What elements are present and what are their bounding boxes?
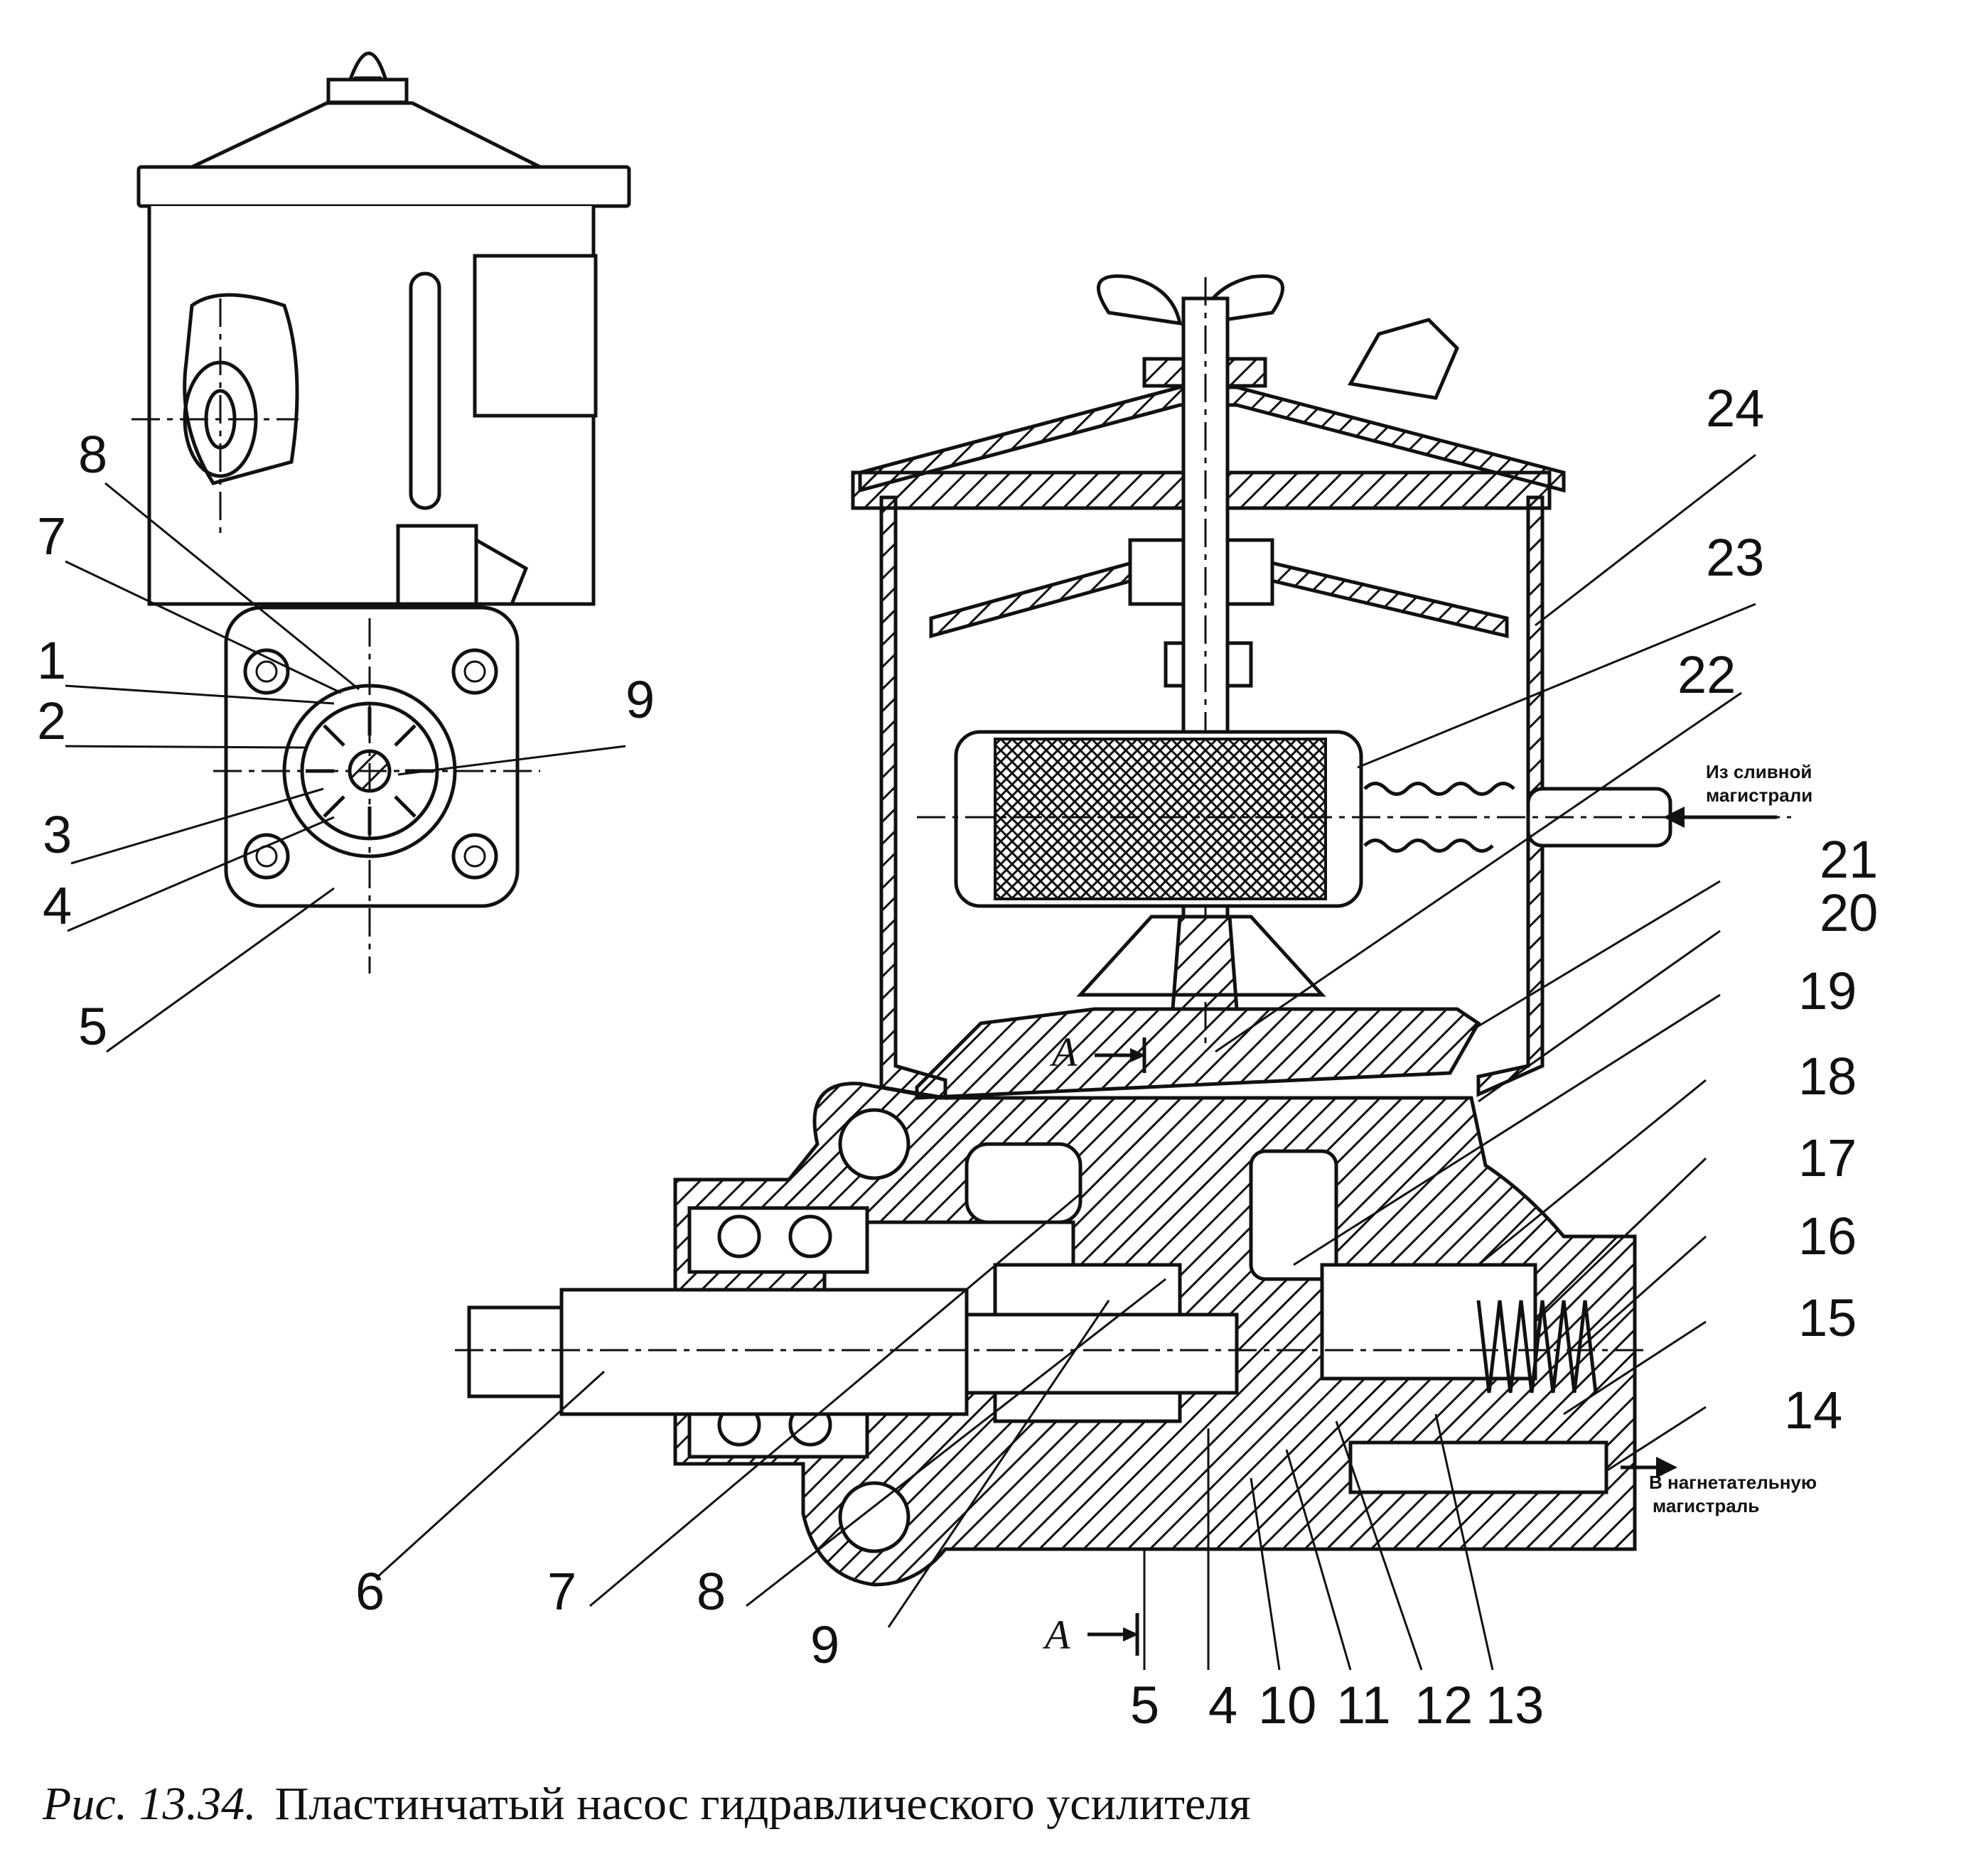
label-23: 23 bbox=[1706, 528, 1764, 587]
label-13: 13 bbox=[1486, 1676, 1544, 1735]
label-5-end: 5 bbox=[78, 997, 107, 1056]
label-17: 17 bbox=[1798, 1128, 1857, 1187]
label-7: 7 bbox=[547, 1562, 576, 1621]
label-8: 8 bbox=[697, 1562, 726, 1621]
label-16: 16 bbox=[1798, 1207, 1857, 1266]
label-4: 4 bbox=[1208, 1676, 1237, 1735]
label-4-end: 4 bbox=[43, 876, 72, 935]
section-view bbox=[375, 274, 1791, 1671]
section-mark-bottom: А bbox=[1042, 1612, 1070, 1658]
label-6: 6 bbox=[355, 1562, 385, 1621]
label-18: 18 bbox=[1798, 1047, 1857, 1106]
label-2-end: 2 bbox=[37, 691, 66, 750]
label-14: 14 bbox=[1784, 1381, 1842, 1440]
section-mark-top: А bbox=[1049, 1029, 1078, 1075]
caption-text: Пластинчатый насос гидравлического усили… bbox=[275, 1778, 1251, 1830]
inlet-note-line1: Из сливной bbox=[1706, 761, 1812, 782]
inlet-note-line2: магистрали bbox=[1706, 785, 1812, 806]
label-15: 15 bbox=[1798, 1288, 1857, 1347]
label-12: 12 bbox=[1414, 1676, 1473, 1735]
caption-number: Рис. 13.34. bbox=[42, 1778, 257, 1830]
figure-caption: Рис. 13.34. Пластинчатый насос гидравлич… bbox=[42, 1778, 1251, 1830]
end-view bbox=[65, 51, 631, 1053]
label-7-end: 7 bbox=[37, 507, 66, 566]
label-20: 20 bbox=[1820, 883, 1878, 942]
label-5: 5 bbox=[1130, 1676, 1159, 1735]
outlet-note-line1: В нагнетательную bbox=[1649, 1472, 1817, 1493]
label-9: 9 bbox=[810, 1615, 839, 1674]
label-11: 11 bbox=[1336, 1676, 1391, 1735]
outlet-note-line2: магистраль bbox=[1653, 1495, 1759, 1516]
label-1-end: 1 bbox=[37, 631, 66, 690]
label-8-end: 8 bbox=[78, 425, 107, 484]
label-22: 22 bbox=[1677, 645, 1736, 704]
label-24: 24 bbox=[1706, 379, 1764, 438]
label-10: 10 bbox=[1258, 1676, 1316, 1735]
label-3-end: 3 bbox=[43, 805, 72, 864]
label-19: 19 bbox=[1798, 961, 1857, 1020]
label-21: 21 bbox=[1820, 830, 1878, 889]
label-9-end: 9 bbox=[625, 670, 655, 729]
